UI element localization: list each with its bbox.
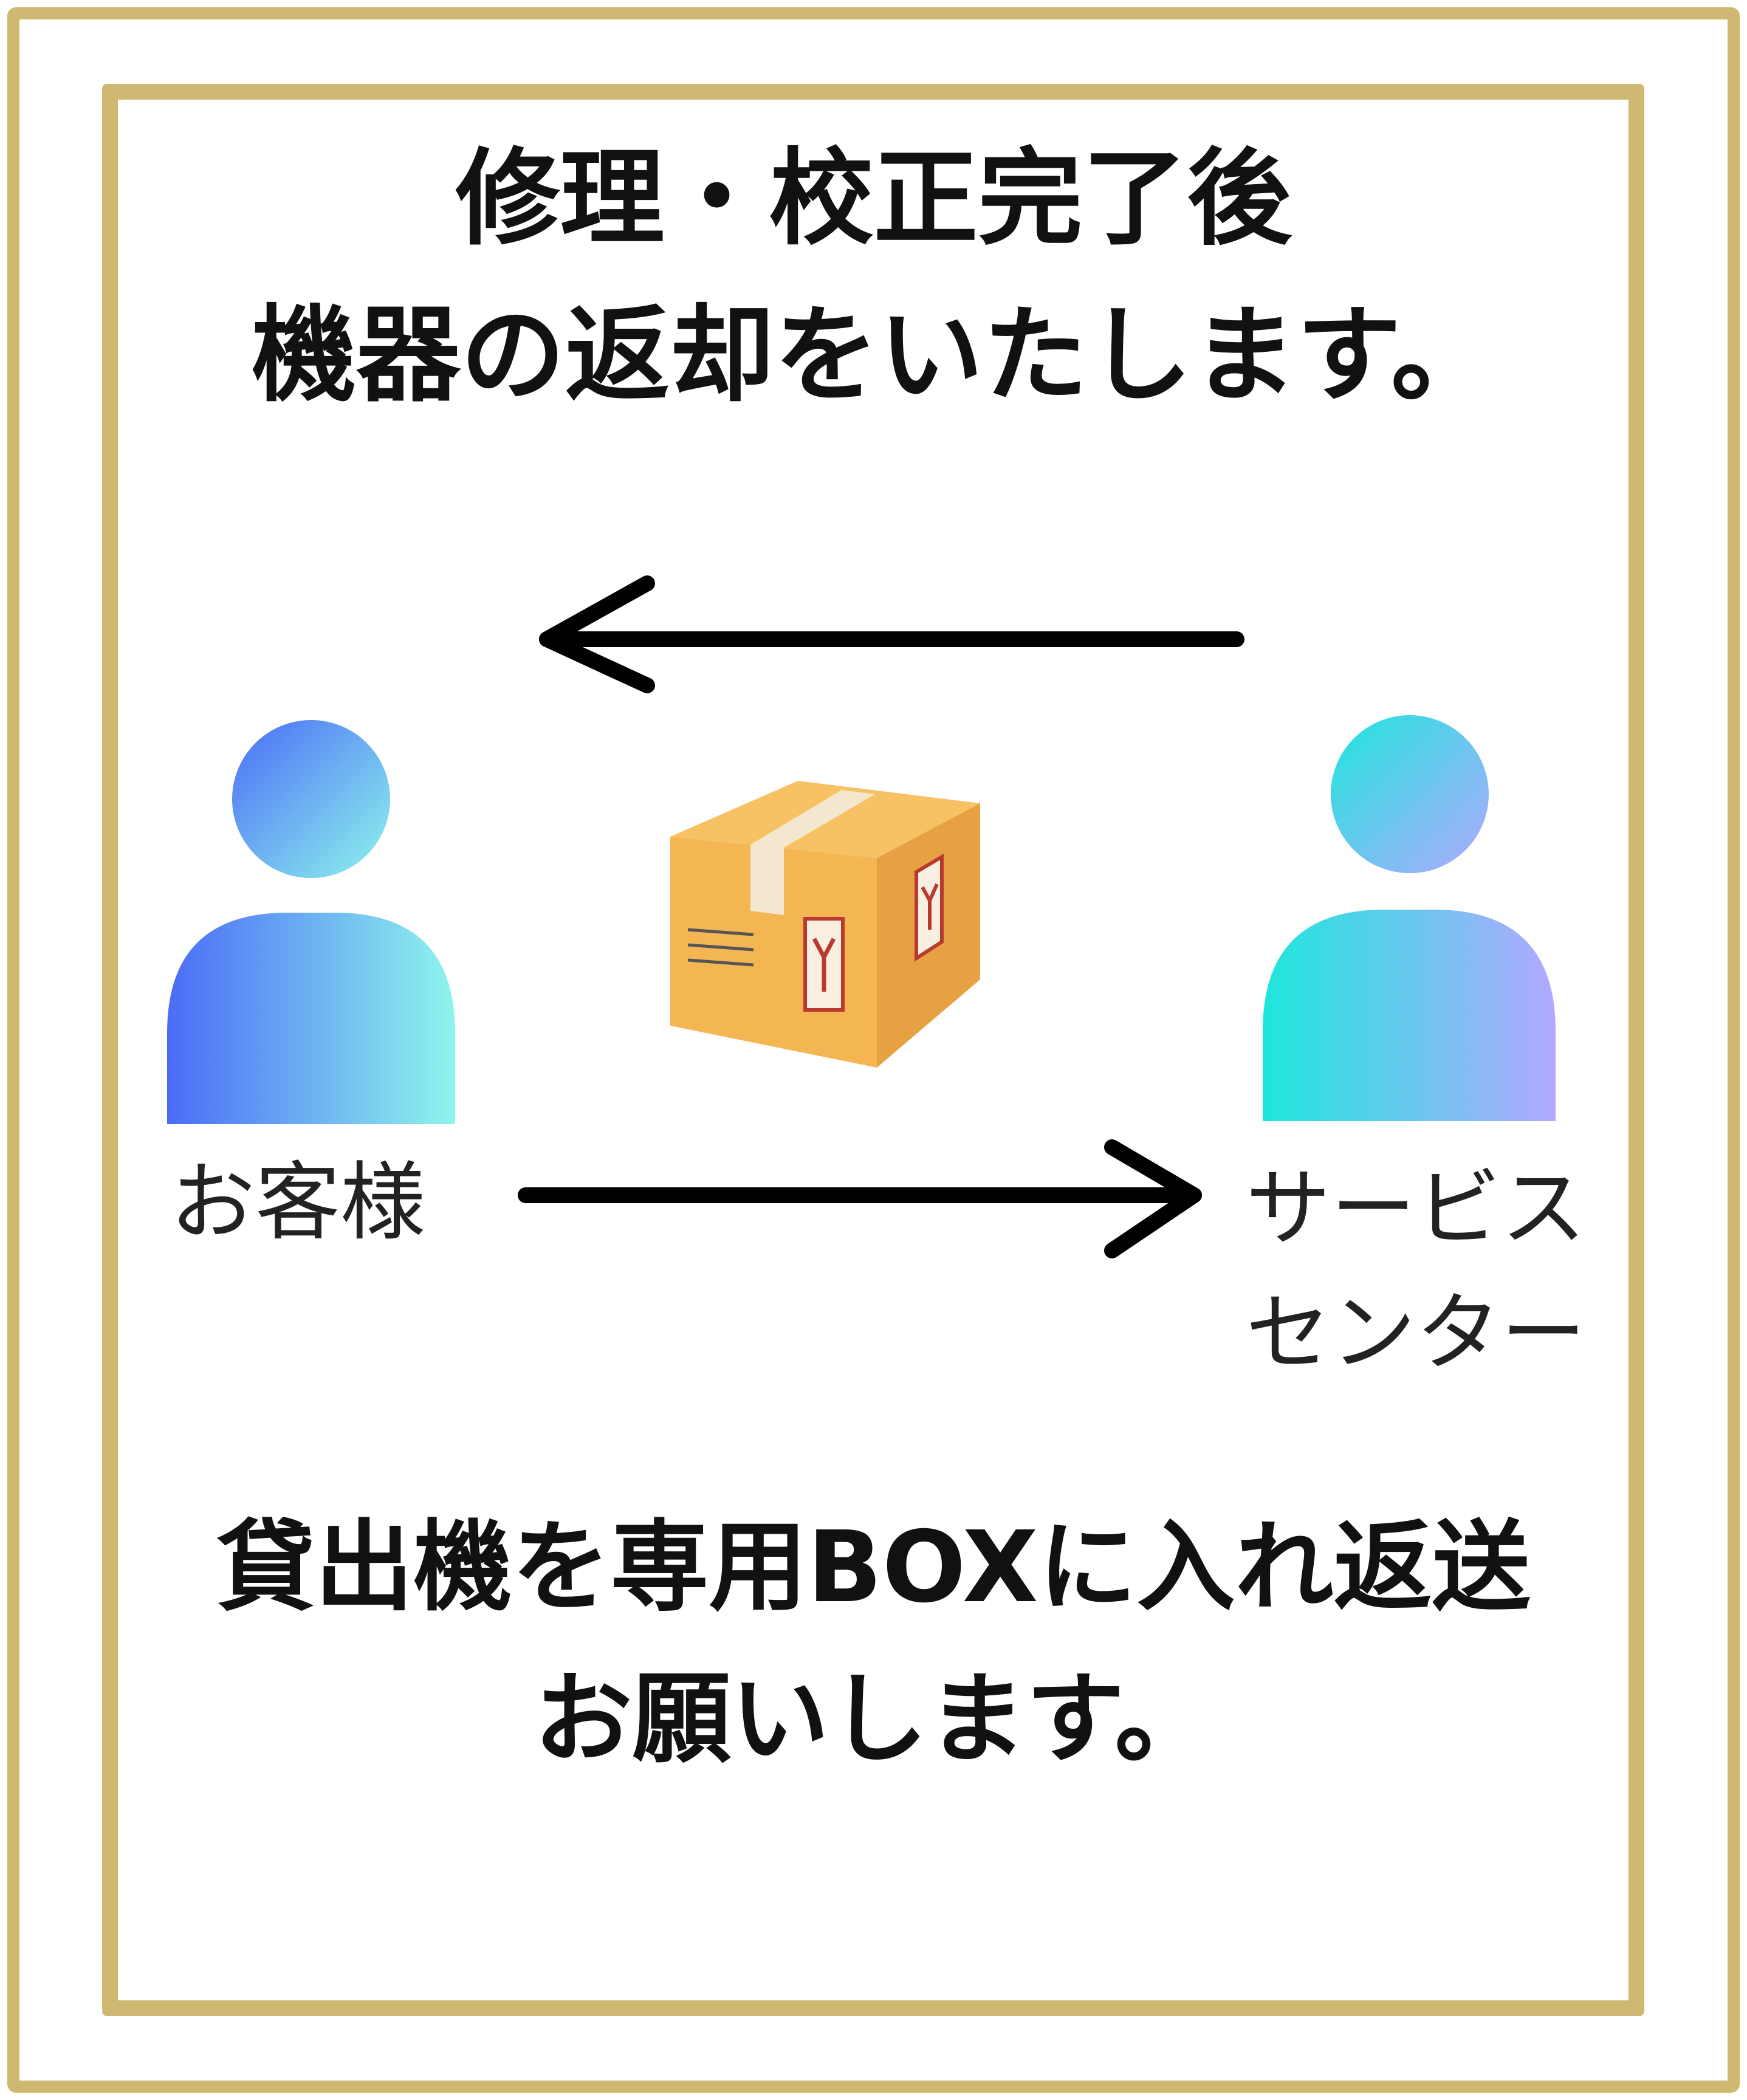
arrow-to-customer bbox=[539, 575, 1244, 693]
footer-line-2: お願いします。 bbox=[534, 1662, 1213, 1777]
customer-label: お客様 bbox=[170, 1153, 426, 1252]
service-center-label-line-1: サービス bbox=[1246, 1159, 1587, 1258]
outer-frame bbox=[7, 7, 1740, 2093]
package-box-icon bbox=[670, 781, 980, 1068]
customer-person-icon bbox=[167, 720, 455, 1124]
heading-line-2: 機器の返却をいたします。 bbox=[252, 294, 1495, 416]
arrow-to-service-center bbox=[518, 1139, 1202, 1258]
service-center-label-line-2: センター bbox=[1246, 1284, 1587, 1383]
service-center-person-icon bbox=[1263, 715, 1556, 1121]
heading-line-1: 修理・校正完了後 bbox=[455, 137, 1292, 259]
footer-line-1: 貸出機を専用BOXに入れ返送 bbox=[216, 1511, 1531, 1625]
inner-frame bbox=[102, 84, 1644, 2016]
